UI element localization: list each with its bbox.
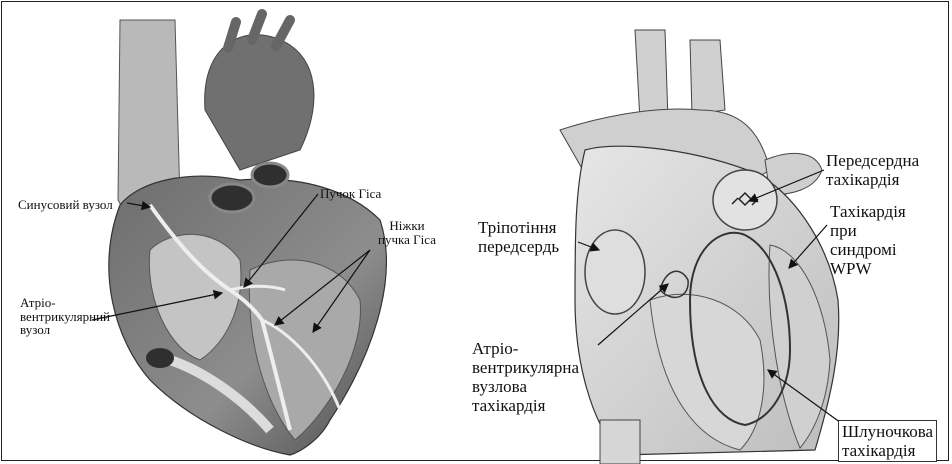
label-vt-line2: тахікардія bbox=[842, 441, 933, 460]
label-wpw-line1: Тахікардія bbox=[830, 202, 906, 221]
left-atrium-shape-r bbox=[713, 170, 777, 230]
label-sinus-node: Синусовий вузол bbox=[18, 198, 113, 212]
label-av-node-line2: вентрикулярний bbox=[20, 310, 110, 324]
ivc-shape bbox=[600, 420, 640, 464]
label-avnrt-line3: вузлова bbox=[472, 377, 579, 396]
coronary-sinus-shape bbox=[146, 348, 174, 368]
label-wpw-tachycardia: Тахікардія при синдромі WPW bbox=[830, 202, 906, 278]
label-atrial-tachycardia: Передсердна тахікардія bbox=[826, 151, 919, 189]
label-wpw-line2: при bbox=[830, 221, 906, 240]
label-avnrt-line2: вентрикулярна bbox=[472, 358, 579, 377]
right-heart bbox=[560, 30, 848, 464]
label-atrial-flutter-line2: передсердь bbox=[478, 237, 559, 256]
label-avnrt: Атріо- вентрикулярна вузлова тахікардія bbox=[472, 339, 579, 415]
vessel-2-shape bbox=[690, 40, 725, 115]
label-his-bundle: Пучок Гіса bbox=[320, 187, 381, 201]
label-bundle-branches-line2: пучка Гіса bbox=[378, 233, 436, 247]
pulmonary-ring-shape bbox=[210, 184, 254, 212]
label-wpw-line3: синдромі bbox=[830, 240, 906, 259]
label-av-node: Атріо- вентрикулярний вузол bbox=[20, 296, 110, 337]
label-av-node-line1: Атріо- bbox=[20, 296, 110, 310]
vessel-1-shape bbox=[635, 30, 668, 120]
label-atrial-flutter-line1: Тріпотіння bbox=[478, 218, 559, 237]
label-avnrt-line1: Атріо- bbox=[472, 339, 579, 358]
right-atrium-shape-r bbox=[585, 230, 645, 314]
label-atrial-flutter: Тріпотіння передсердь bbox=[478, 218, 559, 256]
label-av-node-line3: вузол bbox=[20, 323, 110, 337]
left-heart bbox=[92, 14, 386, 455]
label-vt-line1: Шлуночкова bbox=[842, 422, 933, 441]
aorta-ring-shape bbox=[252, 163, 288, 187]
label-avnrt-line4: тахікардія bbox=[472, 396, 579, 415]
label-bundle-branches-line1: Ніжки bbox=[378, 219, 436, 233]
label-atrial-tachycardia-line2: тахікардія bbox=[826, 170, 919, 189]
label-bundle-branches: Ніжки пучка Гіса bbox=[378, 219, 436, 246]
label-ventricular-tachycardia: Шлуночкова тахікардія bbox=[838, 420, 937, 462]
aortic-arch-shape bbox=[205, 35, 314, 170]
label-wpw-line4: WPW bbox=[830, 259, 906, 278]
label-atrial-tachycardia-line1: Передсердна bbox=[826, 151, 919, 170]
